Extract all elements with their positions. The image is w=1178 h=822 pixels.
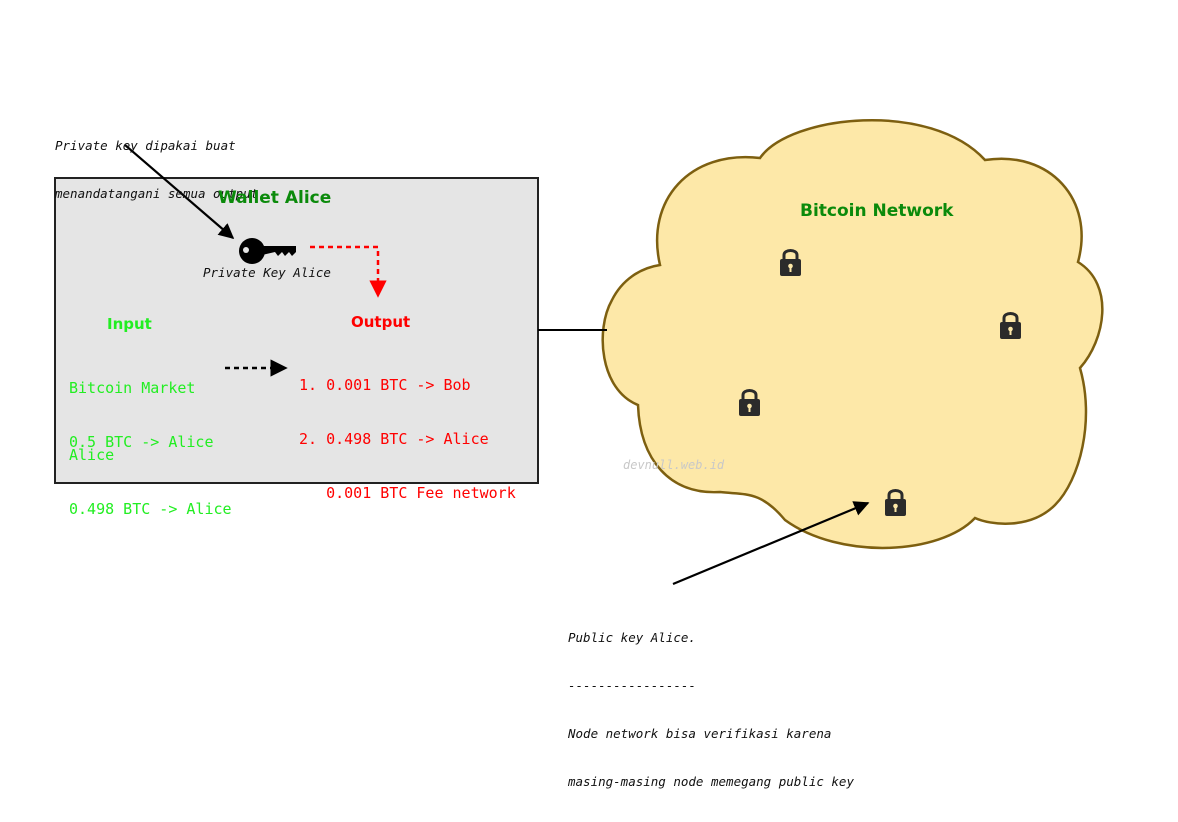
wallet-box xyxy=(54,177,539,484)
diagram-graphics xyxy=(54,118,1104,586)
input-line: Alice xyxy=(69,446,115,464)
padlock-icon xyxy=(885,489,906,516)
input-item: Bitcoin Market 0.5 BTC -> Alice xyxy=(69,343,214,487)
output-title: Output xyxy=(351,313,411,331)
output-line: 0.001 BTC Fee network xyxy=(299,484,516,502)
output-list: 1. 0.001 BTC -> Bob 2. 0.498 BTC -> Alic… xyxy=(299,340,516,538)
output-line: 1. 0.001 BTC -> Bob xyxy=(299,376,471,394)
diagram-canvas: Private key dipakai buat menandatangani … xyxy=(54,106,1104,789)
private-key-note-line: Private key dipakai buat xyxy=(55,138,236,153)
padlock-icon xyxy=(780,249,801,276)
private-key-note-arrow xyxy=(124,144,235,240)
public-key-note-line: Public key Alice. xyxy=(568,630,696,645)
watermark: devnull.web.id xyxy=(623,458,725,472)
public-key-note-line: Node network bisa verifikasi karena xyxy=(568,726,832,741)
key-to-output-arrow xyxy=(310,245,387,298)
input-item: Alice 0.498 BTC -> Alice xyxy=(69,410,232,554)
public-key-note-line: masing-masing node memegang public key xyxy=(568,774,854,789)
bitcoin-network-cloud xyxy=(601,118,1104,550)
public-key-note-line: ----------------- xyxy=(568,678,696,693)
padlock-icon xyxy=(1000,312,1021,339)
private-key-note-line: menandatangani semua output xyxy=(55,186,259,201)
output-line: 2. 0.498 BTC -> Alice xyxy=(299,430,489,448)
private-key-label: Private Key Alice xyxy=(203,265,331,280)
padlock-icon xyxy=(739,389,760,416)
private-key-note: Private key dipakai buat menandatangani … xyxy=(55,106,258,234)
network-title: Bitcoin Network xyxy=(800,201,954,221)
wallet-title: Wallet Alice xyxy=(218,188,332,208)
input-line: 0.498 BTC -> Alice xyxy=(69,500,232,518)
input-line: Bitcoin Market xyxy=(69,379,196,397)
input-title: Input xyxy=(107,315,152,333)
public-key-note-arrow xyxy=(672,501,870,586)
public-key-note: Public key Alice. ----------------- Node… xyxy=(568,598,854,822)
key-icon xyxy=(239,238,296,264)
input-line: 0.5 BTC -> Alice xyxy=(69,433,214,451)
